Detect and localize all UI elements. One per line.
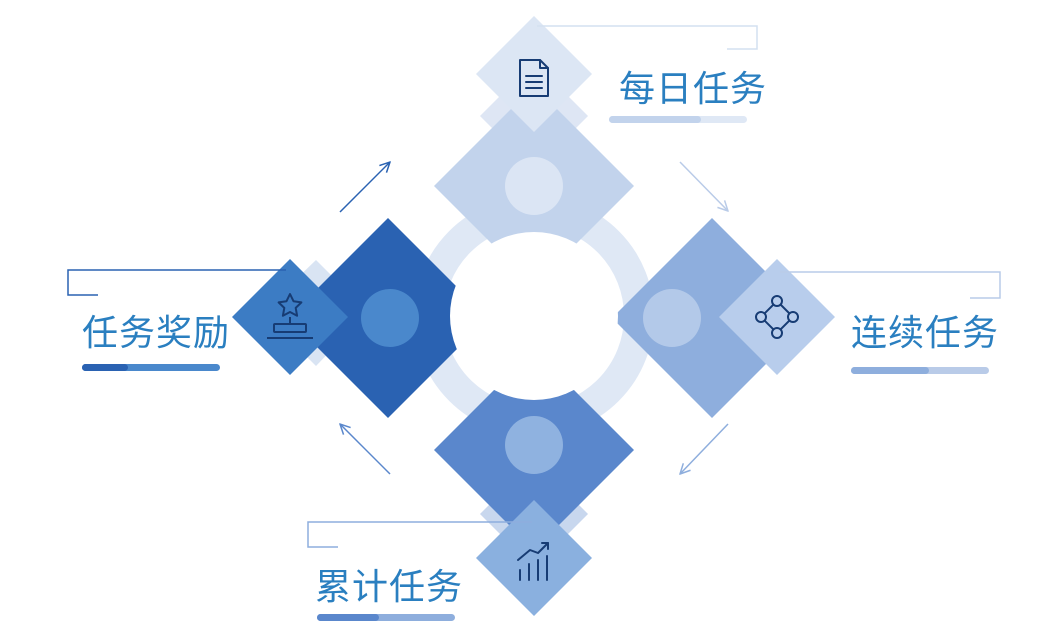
- daily-underline: [609, 116, 747, 123]
- daily-node-dot: [505, 157, 563, 215]
- cumulative-node-dot: [505, 416, 563, 474]
- cumulative-underline: [317, 614, 455, 621]
- reward-callout-line: [67, 269, 286, 296]
- daily-callout-line: [537, 25, 758, 50]
- flow-arrow-daily-to-continuous: [679, 161, 728, 211]
- flow-arrow-reward-to-daily: [339, 162, 390, 213]
- network-icon: [755, 295, 799, 339]
- reward-node-dot: [361, 289, 419, 347]
- continuous-callout-line: [780, 271, 1001, 299]
- center-hub: [450, 232, 618, 400]
- cumulative-icon-diamond: [476, 500, 592, 616]
- reward-underline: [82, 364, 220, 371]
- continuous-node-dot: [643, 289, 701, 347]
- reward-task-label: 任务奖励: [82, 313, 231, 354]
- growth-chart-icon: [517, 542, 549, 581]
- cumulative-callout-line: [307, 521, 532, 548]
- daily-icon-diamond: [476, 16, 592, 132]
- continuous-task-node: [612, 218, 812, 418]
- continuous-task-label: 连续任务: [851, 313, 1000, 354]
- cumulative-task-label: 累计任务: [315, 567, 464, 608]
- star-award-icon: [267, 293, 313, 339]
- continuous-underline: [851, 367, 989, 374]
- daily-task-label: 每日任务: [619, 69, 768, 110]
- document-icon: [519, 59, 549, 97]
- flow-arrow-continuous-to-cumulative: [680, 423, 729, 474]
- flow-arrow-cumulative-to-reward: [340, 424, 391, 475]
- continuous-icon-diamond: [719, 259, 835, 375]
